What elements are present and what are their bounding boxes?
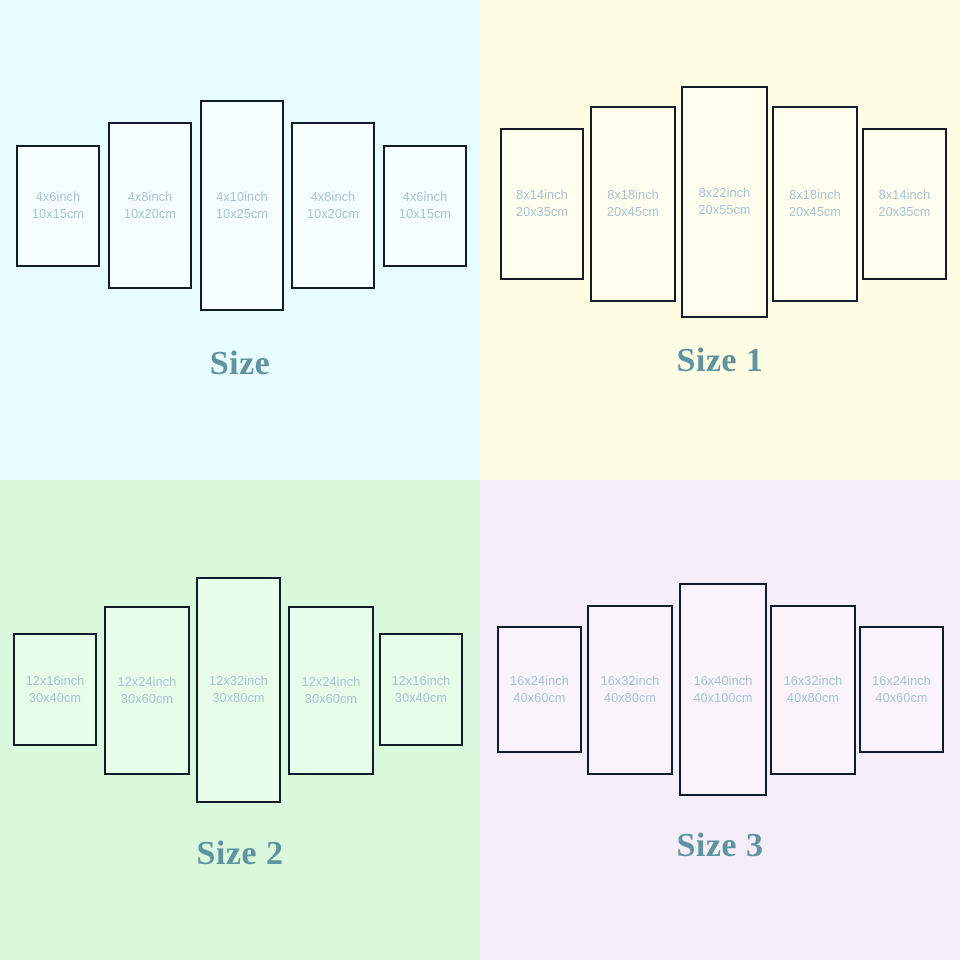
size-label-cm: 40x60cm	[875, 690, 928, 705]
size-label-cm: 10x20cm	[306, 206, 360, 221]
size-1-frame-4: 8x18inch 20x45cm	[772, 106, 858, 302]
size-2-frame-5-label: 12x16inch 30x40cm	[392, 673, 451, 706]
size-label-cm: 30x80cm	[212, 691, 265, 705]
panel-size: 4x6inch 10x15cm 4x8inch 10x20cm 4x10inch 10x2…	[0, 0, 480, 480]
size-frame-1-label: 4x6inch 10x15cm	[32, 189, 84, 222]
frame-group-size-2: 12x16inch 30x40cm 12x24inch 30x60cm 12x32inc…	[0, 480, 480, 960]
size-label-cm: 10x15cm	[31, 207, 85, 221]
size-3-frame-5: 16x24inch 40x60cm	[859, 626, 944, 753]
size-label-inch: 16x24inch	[872, 673, 931, 688]
frame-group-size-3: 16x24inch 40x60cm 16x32inch 40x80cm 16x40inc…	[480, 480, 960, 960]
size-1-frame-2: 8x18inch 20x45cm	[590, 106, 676, 302]
size-3-frame-2: 16x32inch 40x80cm	[587, 605, 673, 775]
size-frame-2: 4x8inch 10x20cm	[108, 122, 192, 289]
size-label-cm: 40x60cm	[513, 690, 566, 705]
panel-size-2: 12x16inch 30x40cm 12x24inch 30x60cm 12x32inc…	[0, 480, 480, 960]
size-label-cm: 20x45cm	[606, 205, 660, 219]
size-label-inch: 4x6inch	[402, 190, 448, 205]
size-label-cm: 10x15cm	[398, 207, 452, 221]
size-3-frame-1-label: 16x24inch 40x60cm	[510, 673, 569, 706]
size-label-inch: 16x24inch	[510, 673, 569, 688]
size-label-cm: 10x20cm	[123, 206, 177, 221]
size-label-inch: 8x18inch	[607, 188, 659, 203]
size-3-frame-4-label: 16x32inch 40x80cm	[784, 673, 843, 706]
size-2-frame-4: 12x24inch 30x60cm	[288, 606, 374, 775]
size-2-frame-1: 12x16inch 30x40cm	[13, 633, 97, 746]
size-frame-3: 4x10inch 10x25cm	[200, 100, 284, 311]
size-2-frame-5: 12x16inch 30x40cm	[379, 633, 463, 746]
size-label-inch: 4x8inch	[310, 189, 356, 204]
size-frame-5: 4x6inch 10x15cm	[383, 145, 467, 267]
size-label-inch: 12x24inch	[301, 674, 361, 689]
size-1-frame-2-label: 8x18inch 20x45cm	[607, 187, 659, 220]
size-2-frame-3: 12x32inch 30x80cm	[196, 577, 281, 803]
size-label-inch: 12x24inch	[117, 674, 177, 689]
size-label-inch: 16x32inch	[600, 674, 660, 689]
size-2-frame-2: 12x24inch 30x60cm	[104, 606, 190, 775]
size-frame-1: 4x6inch 10x15cm	[16, 145, 100, 267]
size-label-cm: 30x60cm	[304, 691, 358, 706]
panel-title-size-1: Size 1	[676, 342, 764, 379]
size-label-inch: 8x18inch	[789, 188, 841, 203]
size-3-frame-4: 16x32inch 40x80cm	[770, 605, 856, 775]
size-label-inch: 4x6inch	[35, 190, 81, 205]
size-1-frame-4-label: 8x18inch 20x45cm	[789, 187, 841, 220]
size-label-cm: 20x55cm	[698, 203, 751, 217]
size-label-inch: 8x14inch	[878, 188, 931, 203]
size-3-frame-3-label: 16x40inch 40x100cm	[693, 673, 752, 706]
size-2-frame-1-label: 12x16inch 30x40cm	[26, 673, 85, 706]
size-3-frame-1: 16x24inch 40x60cm	[497, 626, 582, 753]
size-label-inch: 12x16inch	[391, 673, 451, 688]
size-label-inch: 8x14inch	[516, 188, 568, 203]
size-label-inch: 16x32inch	[783, 674, 843, 689]
size-label-cm: 40x80cm	[603, 691, 657, 705]
size-label-cm: 40x80cm	[786, 691, 840, 705]
frame-group-size: 4x6inch 10x15cm 4x8inch 10x20cm 4x10inch 10x2…	[0, 0, 480, 480]
frame-group-size-1: 8x14inch 20x35cm 8x18inch 20x45cm 8x22inch 20…	[480, 0, 960, 480]
size-label-inch: 12x16inch	[25, 673, 85, 688]
size-label-inch: 16x40inch	[693, 673, 753, 688]
size-label-inch: 8x22inch	[698, 186, 751, 201]
size-1-frame-3: 8x22inch 20x55cm	[681, 86, 768, 318]
size-frame-2-label: 4x8inch 10x20cm	[124, 189, 176, 222]
size-1-frame-1-label: 8x14inch 20x35cm	[516, 187, 568, 220]
size-label-cm: 30x60cm	[120, 691, 174, 706]
size-label-cm: 40x100cm	[693, 690, 753, 705]
size-label-inch: 12x32inch	[209, 674, 268, 689]
size-3-frame-2-label: 16x32inch 40x80cm	[601, 673, 660, 706]
size-label-cm: 30x40cm	[394, 690, 448, 705]
size-1-frame-5: 8x14inch 20x35cm	[862, 128, 947, 280]
panel-title-size: Size	[209, 345, 271, 382]
size-label-cm: 30x40cm	[28, 690, 82, 705]
size-label-cm: 10x25cm	[215, 206, 269, 221]
size-frame-4: 4x8inch 10x20cm	[291, 122, 375, 289]
size-2-frame-3-label: 12x32inch 30x80cm	[209, 673, 268, 706]
size-label-cm: 20x35cm	[878, 205, 931, 219]
size-3-frame-3: 16x40inch 40x100cm	[679, 583, 767, 796]
size-label-inch: 4x8inch	[127, 189, 173, 204]
size-label-cm: 20x35cm	[515, 205, 569, 219]
size-frame-4-label: 4x8inch 10x20cm	[307, 189, 359, 222]
size-2-frame-2-label: 12x24inch 30x60cm	[118, 674, 177, 707]
panel-title-size-3: Size 3	[676, 827, 764, 864]
panel-title-size-2: Size 2	[196, 835, 284, 872]
size-1-frame-5-label: 8x14inch 20x35cm	[878, 187, 930, 220]
panel-size-3: 16x24inch 40x60cm 16x32inch 40x80cm 16x40inc…	[480, 480, 960, 960]
size-2-frame-4-label: 12x24inch 30x60cm	[302, 674, 361, 707]
size-label-inch: 4x10inch	[216, 189, 268, 204]
size-frame-5-label: 4x6inch 10x15cm	[399, 189, 451, 222]
size-label-cm: 20x45cm	[788, 205, 842, 219]
size-1-frame-3-label: 8x22inch 20x55cm	[698, 185, 750, 218]
size-3-frame-5-label: 16x24inch 40x60cm	[872, 673, 931, 706]
size-1-frame-1: 8x14inch 20x35cm	[500, 128, 584, 280]
size-frame-3-label: 4x10inch 10x25cm	[216, 189, 268, 222]
panel-size-1: 8x14inch 20x35cm 8x18inch 20x45cm 8x22inch 20…	[480, 0, 960, 480]
